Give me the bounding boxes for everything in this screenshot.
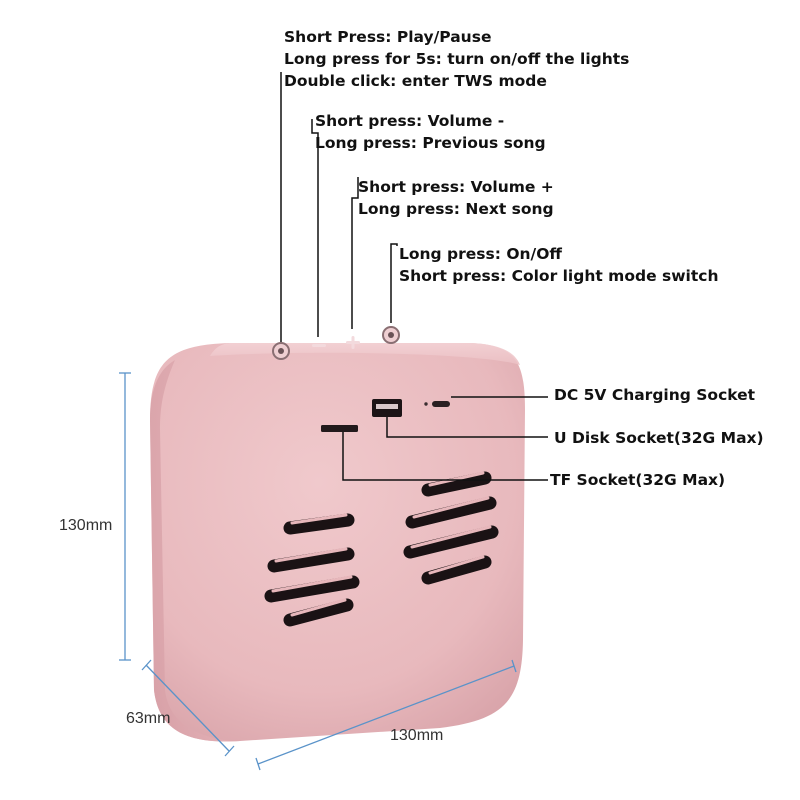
callout-volume-up: Short press: Volume + Long press: Next s… [358,176,554,220]
plus-icon[interactable] [346,336,360,349]
leader-lines [280,72,548,481]
callout-volume-down-line1: Short press: Volume - [315,112,505,130]
usb-port [372,399,402,417]
callout-play-pause-line3: Double click: enter TWS mode [284,72,547,90]
dimension-lines [119,372,517,771]
play-pause-icon[interactable] [272,342,290,360]
dimension-width-label: 130mm [390,727,444,744]
callout-dc-socket: DC 5V Charging Socket [554,386,756,404]
callout-power-line2: Short press: Color light mode switch [399,267,719,285]
tf-card-slot [321,425,358,432]
speaker-grille [264,471,499,627]
callout-power: Long press: On/Off Short press: Color li… [399,243,718,287]
callout-volume-up-line1: Short press: Volume + [358,178,554,196]
dc-charging-port [432,401,450,407]
callout-volume-up-line2: Long press: Next song [358,200,554,218]
callout-tf-socket: TF Socket(32G Max) [550,471,726,489]
dimension-height-label: 130mm [59,517,113,534]
callout-play-pause-line1: Short Press: Play/Pause [284,28,492,46]
callout-play-pause-line2: Long press for 5s: turn on/off the light… [284,50,630,68]
power-icon[interactable] [382,326,400,344]
dimension-depth-label: 63mm [126,710,171,727]
callout-power-line1: Long press: On/Off [399,245,562,263]
minus-icon[interactable] [312,344,326,347]
callout-play-pause: Short Press: Play/Pause Long press for 5… [284,26,629,92]
callout-volume-down-line2: Long press: Previous song [315,134,546,152]
callout-volume-down: Short press: Volume - Long press: Previo… [315,110,546,154]
status-led [424,402,428,406]
callout-u-disk: U Disk Socket(32G Max) [554,429,764,447]
